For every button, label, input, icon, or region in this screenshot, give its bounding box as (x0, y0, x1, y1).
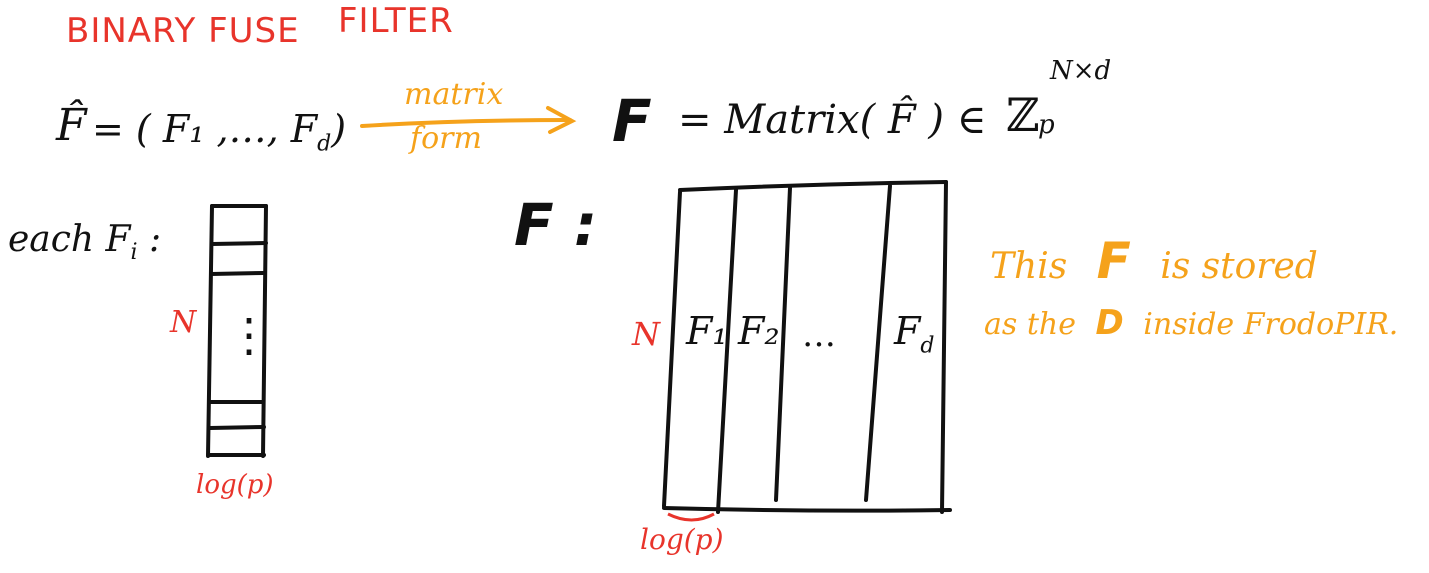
note-is-stored: is stored (1160, 246, 1318, 287)
matrix-N: N (632, 315, 660, 353)
note-D: D (1095, 303, 1124, 343)
matrix-label: F : (514, 191, 598, 259)
each-fi-label: each Fi : (8, 222, 161, 264)
equation-left-tuple: = ( F₁ ,…, Fd) (92, 110, 346, 156)
title-filter: FILTER (338, 1, 454, 41)
matrix-column-last: Fd (894, 312, 934, 358)
each-fi-text: each F (8, 219, 131, 260)
dimension-superscript: N×d (1050, 56, 1112, 86)
equation-right-rest: = Matrix( F̂ ) ∈ (678, 97, 987, 143)
note-as-the: as the (984, 307, 1076, 342)
note-inside-frodopir: inside FrodoPIR. (1143, 307, 1399, 342)
each-fi-colon: : (149, 219, 162, 260)
matrix-grid (662, 180, 952, 514)
left-column-N: N (170, 305, 197, 340)
equation-left-rest: = ( F₁ ,…, F (92, 107, 318, 151)
arrow-label-form: form (410, 121, 482, 156)
note-this: This (990, 246, 1068, 287)
equation-left-close: ) (331, 107, 347, 151)
note-line-2: as the D inside FrodoPIR. (984, 306, 1398, 340)
left-column-width-label: log(p) (196, 470, 274, 500)
matrix-column-last-F: F (894, 309, 921, 353)
note-line-1: This F is stored (990, 236, 1318, 286)
matrix-column-1: F₁ (686, 309, 728, 353)
title-binary-fuse: BINARY FUSE (66, 11, 300, 51)
single-column-box (206, 204, 268, 458)
matrix-column-ellipsis: … (802, 315, 836, 355)
matrix-width-brace (667, 512, 715, 522)
note-F: F (1096, 232, 1131, 290)
matrix-column-last-sub: d (920, 333, 935, 359)
matrix-F-symbol: F (612, 87, 652, 155)
each-fi-sub: i (130, 240, 138, 266)
modulus-p: p (1038, 110, 1055, 140)
fhat-symbol: F̂ (56, 100, 87, 151)
equation-left-sub-d: d (317, 131, 332, 157)
arrow-label-matrix: matrix (404, 77, 504, 112)
matrix-width-label: log(p) (640, 523, 724, 556)
matrix-column-2: F₂ (738, 309, 780, 353)
integers-symbol: ℤ (1006, 88, 1040, 142)
matrix-form-arrow (360, 106, 577, 134)
